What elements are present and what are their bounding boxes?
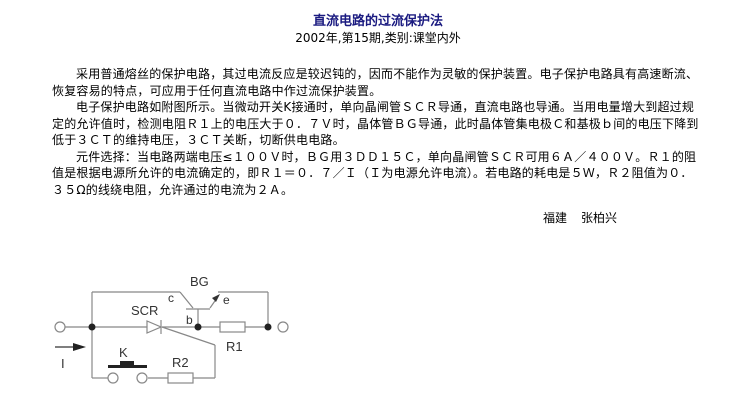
- label-base: b: [186, 313, 193, 327]
- label-current: I: [61, 356, 65, 371]
- push-switch-k-icon: [107, 361, 148, 384]
- article-title: 直流电路的过流保护法: [312, 14, 443, 29]
- input-terminal: [54, 321, 66, 333]
- paragraph-principle: 电子保护电路如附图所示。当微动开关K接通时，单向晶闸管ＳＣＲ导通，直流电路也导通…: [52, 100, 699, 147]
- author-name: 张柏兴: [581, 211, 618, 225]
- circuit-diagram: BG c e b SCR K R1 R2 I: [54, 274, 289, 384]
- resistor-r2-icon: [167, 372, 194, 384]
- paragraph-intro: 采用普通熔丝的保护电路，其过电流反应是较迟钝的，因而不能作为灵敏的保护装置。电子…: [52, 67, 699, 98]
- article-meta: 2002年,第15期,类别:课堂内外: [295, 31, 461, 45]
- resistor-r1-icon: [219, 321, 246, 333]
- label-r1: R1: [226, 339, 243, 354]
- label-scr: SCR: [131, 303, 158, 318]
- scr-thyristor-icon: [146, 320, 163, 334]
- label-k: K: [119, 345, 128, 360]
- author-region: 福建: [543, 211, 568, 225]
- author-line: 福建张柏兴: [543, 211, 617, 226]
- label-collector: c: [168, 291, 174, 305]
- paragraph-components: 元件选择：当电路两端电压≤１００Ｖ时，ＢＧ用３ＤＤ１５Ｃ，单向晶闸管ＳＣＲ可用６…: [52, 149, 697, 197]
- label-emitter: e: [223, 293, 230, 307]
- junction-node: [264, 323, 272, 331]
- emitter-arrow-icon: [212, 294, 220, 302]
- output-terminal: [277, 321, 289, 333]
- article-body: 采用普通熔丝的保护电路，其过电流反应是较迟钝的，因而不能作为灵敏的保护装置。电子…: [52, 66, 702, 198]
- label-r2: R2: [172, 355, 189, 370]
- junction-node: [88, 323, 96, 331]
- junction-node: [194, 323, 202, 331]
- label-bg: BG: [190, 274, 209, 289]
- current-arrow-icon: [55, 343, 86, 351]
